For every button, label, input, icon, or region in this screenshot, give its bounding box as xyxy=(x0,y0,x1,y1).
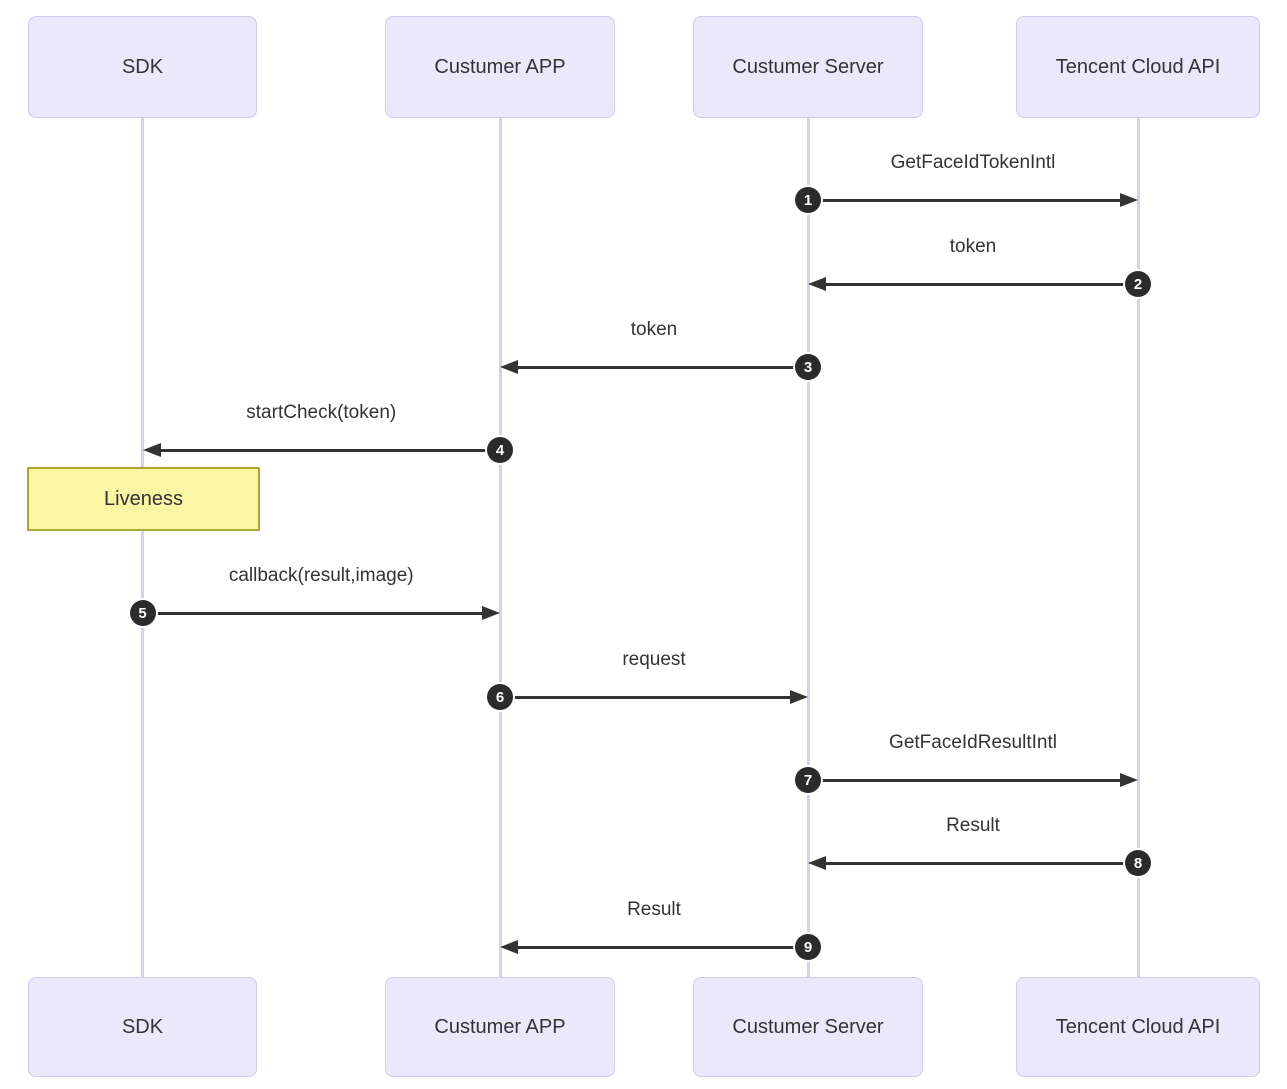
message-label-5: callback(result,image) xyxy=(228,565,414,586)
message-line-7 xyxy=(808,778,1122,782)
actor-customer-server-top: Custumer Server xyxy=(693,16,923,118)
message-line-4 xyxy=(158,448,500,452)
message-line-9 xyxy=(516,945,808,949)
note-liveness: Liveness xyxy=(27,467,260,531)
actor-label: Tencent Cloud API xyxy=(1055,1015,1221,1038)
message-number-badge-3: 3 xyxy=(795,354,821,380)
actor-label: SDK xyxy=(121,1015,164,1038)
message-label-1: GetFaceIdTokenIntl xyxy=(890,152,1056,173)
message-number-badge-1: 1 xyxy=(795,187,821,213)
lifeline-sdk xyxy=(141,118,144,977)
actor-customer-server-bottom: Custumer Server xyxy=(693,977,923,1077)
message-arrowhead-2 xyxy=(808,277,826,291)
actor-label: Custumer APP xyxy=(434,1015,566,1038)
message-arrowhead-8 xyxy=(808,856,826,870)
actor-label: Custumer APP xyxy=(434,55,566,78)
actor-customer-app-top: Custumer APP xyxy=(385,16,615,118)
message-line-5 xyxy=(142,611,484,615)
note-label: Liveness xyxy=(104,487,183,510)
message-number-badge-8: 8 xyxy=(1125,850,1151,876)
actor-label: Tencent Cloud API xyxy=(1055,55,1221,78)
message-line-2 xyxy=(824,282,1138,286)
lifeline-customer-app xyxy=(498,118,502,977)
actor-label: SDK xyxy=(121,55,164,78)
message-label-8: Result xyxy=(946,815,1000,836)
message-line-3 xyxy=(516,365,808,369)
message-arrowhead-5 xyxy=(482,606,500,620)
message-arrowhead-9 xyxy=(500,940,518,954)
message-arrowhead-3 xyxy=(500,360,518,374)
message-arrowhead-7 xyxy=(1120,773,1138,787)
message-label-3: token xyxy=(630,319,678,340)
actor-sdk-bottom: SDK xyxy=(28,977,257,1077)
message-line-8 xyxy=(824,861,1138,865)
message-label-2: token xyxy=(949,236,997,257)
actor-tencent-cloud-api-bottom: Tencent Cloud API xyxy=(1016,977,1260,1077)
actor-label: Custumer Server xyxy=(732,1015,884,1038)
message-arrowhead-1 xyxy=(1120,193,1138,207)
message-number-badge-4: 4 xyxy=(487,437,513,463)
message-line-1 xyxy=(808,198,1122,202)
message-number-badge-6: 6 xyxy=(487,684,513,710)
lifeline-customer-server xyxy=(806,118,810,977)
actor-tencent-cloud-api-top: Tencent Cloud API xyxy=(1016,16,1260,118)
message-number-badge-5: 5 xyxy=(129,600,156,626)
message-line-6 xyxy=(500,695,792,699)
message-number-badge-2: 2 xyxy=(1125,271,1151,297)
message-label-4: startCheck(token) xyxy=(246,402,397,423)
message-arrowhead-4 xyxy=(142,443,161,457)
lifeline-tencent-cloud-api xyxy=(1136,118,1140,977)
message-number-badge-7: 7 xyxy=(795,767,821,793)
actor-label: Custumer Server xyxy=(732,55,884,78)
message-label-9: Result xyxy=(627,899,681,920)
actor-customer-app-bottom: Custumer APP xyxy=(385,977,615,1077)
message-number-badge-9: 9 xyxy=(795,934,821,960)
actor-sdk-top: SDK xyxy=(28,16,257,118)
message-label-7: GetFaceIdResultIntl xyxy=(889,732,1057,753)
message-label-6: request xyxy=(622,649,686,670)
message-arrowhead-6 xyxy=(790,690,808,704)
